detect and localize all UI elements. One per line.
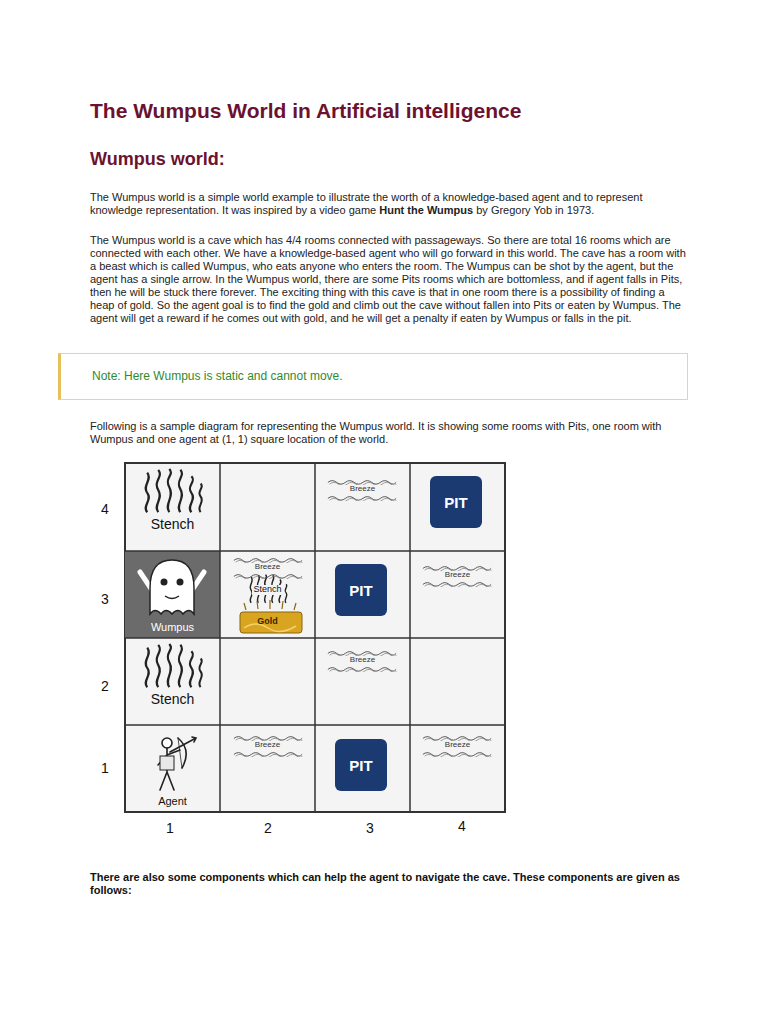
paragraph: Hunt the Wumpus — [379, 204, 473, 216]
axis-number: 4 — [101, 501, 109, 517]
paragraph: by Gregory Yob in 1973. — [476, 204, 594, 216]
grid-cells — [125, 463, 505, 812]
room-cell: Stench — [125, 638, 220, 725]
axis-number: 4 — [458, 818, 466, 834]
pit-box: PIT — [335, 739, 387, 791]
cell-label: Breeze — [253, 741, 282, 750]
cell-label: Breeze — [443, 571, 472, 580]
room-cell: Breeze — [315, 638, 410, 725]
axis-number: 3 — [101, 591, 109, 607]
paragraph-block: The Wumpus world is a simple world examp… — [90, 191, 686, 217]
pit-box: PIT — [430, 476, 482, 528]
room-cell: Breeze — [410, 551, 505, 638]
paragraph: Following is a sample diagram for repres… — [90, 420, 661, 445]
paragraph: The Wumpus world is a cave which has 4/4… — [90, 234, 686, 324]
room-cell: BreezeStenchGold — [220, 551, 315, 638]
paragraph-block: The Wumpus world is a cave which has 4/4… — [90, 234, 686, 325]
room-cell: Stench — [125, 463, 220, 550]
room-cell: Agent — [125, 725, 220, 812]
note-text-block: Note: Here Wumpus is static and cannot m… — [92, 369, 672, 383]
cell-label: Stench — [151, 517, 195, 532]
cell-label: Agent — [158, 795, 187, 807]
cell-label: Breeze — [348, 656, 377, 665]
axis-number: 2 — [101, 678, 109, 694]
cell-label: Stench — [151, 692, 195, 707]
wumpus-figure — [140, 560, 204, 614]
note-text: Note: Here Wumpus is static and cannot m… — [92, 369, 343, 383]
section-heading: Wumpus world: — [90, 149, 225, 169]
room-cell: Breeze — [410, 725, 505, 812]
cell-label: Breeze — [348, 485, 377, 494]
pit-box: PIT — [335, 564, 387, 616]
bold-paragraph-block: There are also some components which can… — [90, 871, 686, 897]
room-cell: Breeze — [315, 463, 410, 550]
gold-heap — [240, 600, 302, 633]
cell-label: Breeze — [253, 563, 282, 572]
paragraph-block: Following is a sample diagram for repres… — [90, 420, 686, 446]
page-title: The Wumpus World in Artificial intellige… — [90, 99, 730, 123]
bold-paragraph: There are also some components which can… — [90, 871, 680, 896]
axis-number: 1 — [166, 820, 174, 836]
pit-label: PIT — [444, 494, 467, 511]
axis-number: 2 — [264, 820, 272, 836]
pit-label: PIT — [349, 757, 372, 774]
cell-label: Stench — [251, 585, 283, 595]
pit-label: PIT — [349, 582, 372, 599]
cell-label: Wumpus — [151, 621, 194, 633]
cell-label: Breeze — [443, 741, 472, 750]
cell-label: Gold — [257, 617, 278, 627]
room-cell: Wumpus — [125, 551, 220, 638]
axis-number: 3 — [366, 820, 374, 836]
room-cell: Breeze — [220, 725, 315, 812]
agent-figure — [158, 737, 196, 790]
section-heading-block: Wumpus world: — [90, 149, 690, 170]
axis-number: 1 — [101, 760, 109, 776]
